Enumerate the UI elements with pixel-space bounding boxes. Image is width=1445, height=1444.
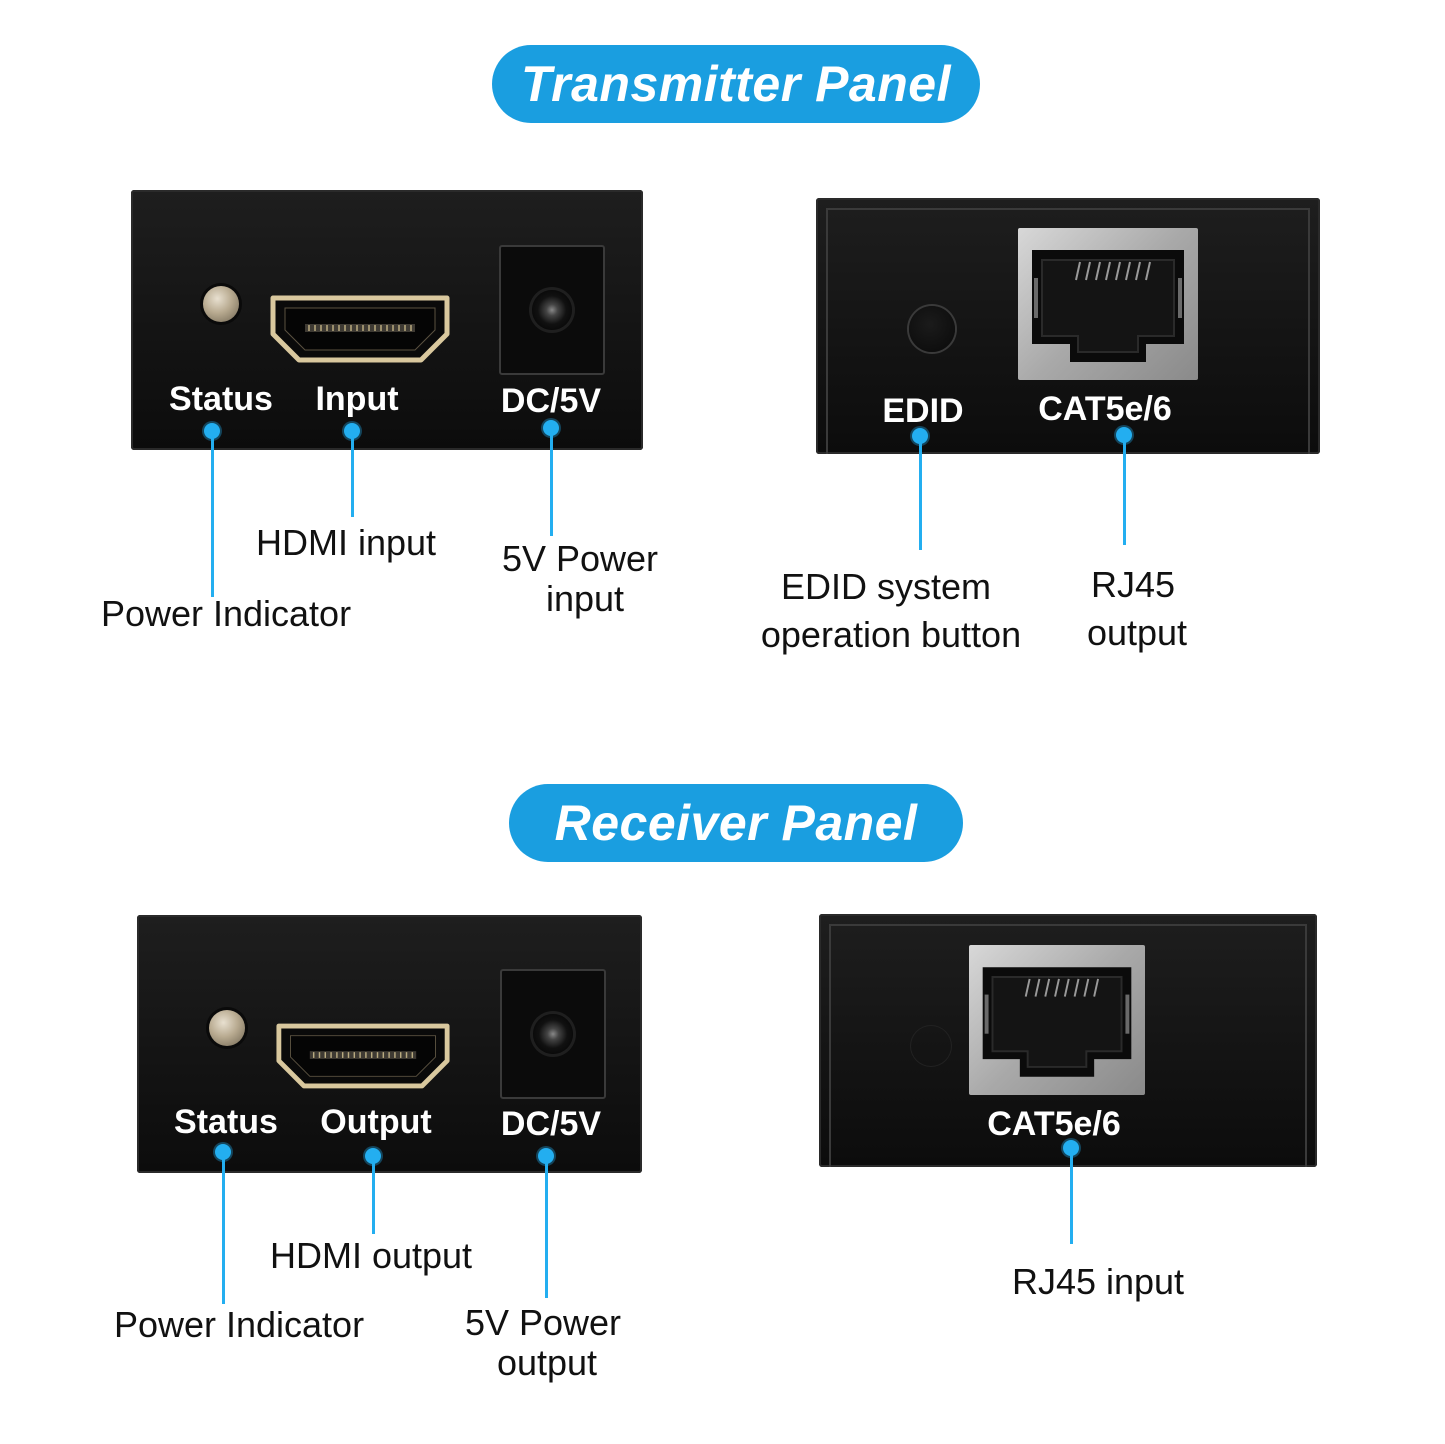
rx-output-label: Output — [320, 1103, 432, 1141]
rx-output-line — [372, 1156, 375, 1234]
rj45-output-callout-2: output — [1086, 612, 1188, 653]
rx-dc-label: DC/5V — [500, 1105, 602, 1143]
status-led-icon — [209, 1010, 245, 1046]
hdmi-port-icon — [276, 1023, 450, 1089]
edid-button-icon[interactable] — [909, 306, 955, 352]
rj45-output-callout-1: RJ45 — [1090, 564, 1176, 605]
tx-cat-line — [1123, 435, 1126, 545]
receiver-front-panel — [137, 915, 642, 1173]
rj45-port-icon — [1018, 228, 1198, 380]
transmitter-back-panel — [816, 198, 1320, 454]
tx-input-line — [351, 431, 354, 517]
rj45-port-icon — [969, 945, 1145, 1095]
tx-power-input-callout-2: input — [545, 578, 625, 619]
rx-cat-line — [1070, 1148, 1073, 1244]
edid-callout-1: EDID system — [780, 566, 992, 607]
tx-status-line — [211, 431, 214, 597]
status-led-icon — [203, 286, 239, 322]
tx-power-input-callout-1: 5V Power — [501, 538, 659, 579]
edid-callout-2: operation button — [760, 614, 1022, 655]
tx-dc-label: DC/5V — [500, 382, 602, 420]
rx-power-output-callout-2: output — [496, 1342, 598, 1383]
rx-dc-line — [545, 1156, 548, 1298]
rx-cat-label: CAT5e/6 — [987, 1105, 1121, 1143]
tx-cat-label: CAT5e/6 — [1038, 390, 1172, 428]
rx-status-line — [222, 1152, 225, 1304]
rx-power-output-callout-1: 5V Power — [464, 1302, 622, 1343]
dc-jack-icon — [499, 245, 605, 375]
tx-edid-label: EDID — [882, 392, 964, 430]
tx-dc-line — [550, 428, 553, 536]
rx-power-indicator-callout: Power Indicator — [113, 1304, 365, 1345]
tx-edid-line — [919, 436, 922, 550]
tx-hdmi-input-callout: HDMI input — [255, 522, 437, 563]
receiver-back-panel — [819, 914, 1317, 1167]
receiver-title: Receiver Panel — [509, 784, 963, 862]
hdmi-port-icon — [270, 295, 450, 363]
tx-status-label: Status — [169, 380, 273, 418]
rj45-input-callout: RJ45 input — [1011, 1261, 1185, 1302]
tx-input-label: Input — [315, 380, 399, 418]
tx-power-indicator-callout: Power Indicator — [100, 593, 352, 634]
transmitter-title: Transmitter Panel — [492, 45, 980, 123]
rx-status-label: Status — [174, 1103, 278, 1141]
dc-jack-icon — [500, 969, 606, 1099]
rx-hdmi-output-callout: HDMI output — [269, 1235, 473, 1276]
transmitter-front-panel — [131, 190, 643, 450]
blank-hole-icon — [911, 1026, 951, 1066]
